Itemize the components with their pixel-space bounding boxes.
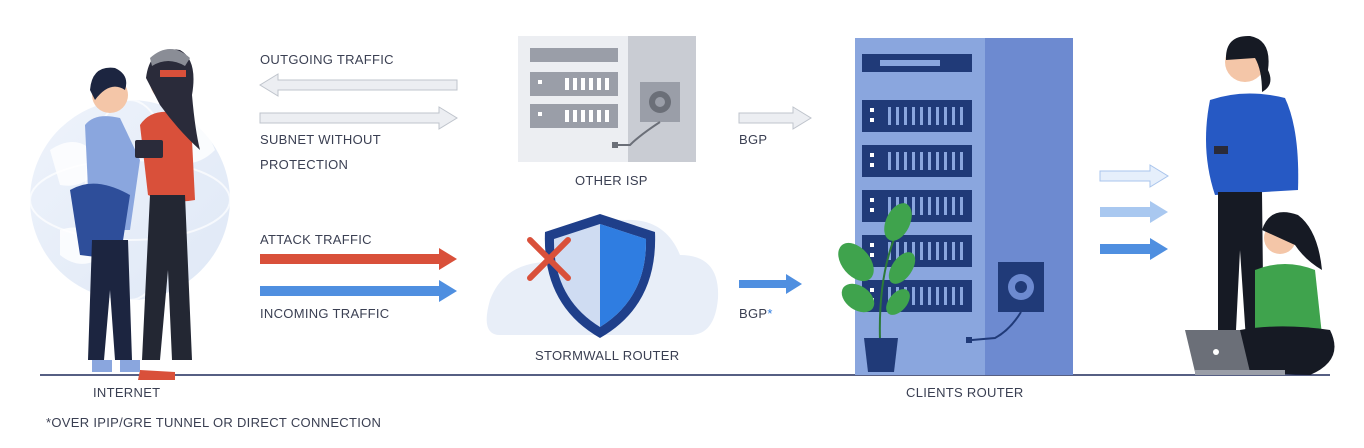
outgoing-traffic-label: OUTGOING TRAFFIC — [260, 52, 394, 67]
server-rack-icon — [855, 38, 1073, 375]
bgp-star-text: BGP — [739, 306, 768, 321]
output-arrow-2 — [1100, 201, 1168, 223]
stormwall-router-label: STORMWALL ROUTER — [535, 348, 680, 363]
subnet-arrow — [259, 106, 458, 130]
bgp-star-mark: * — [767, 306, 773, 321]
other-isp-label: OTHER ISP — [575, 173, 648, 188]
attack-traffic-arrow — [260, 248, 457, 270]
bgp-label: BGP — [739, 132, 768, 147]
output-arrow-3 — [1100, 238, 1168, 260]
clients-people-icon — [1206, 35, 1335, 375]
outgoing-traffic-arrow — [259, 73, 458, 97]
incoming-traffic-label: INCOMING TRAFFIC — [260, 306, 390, 321]
shield-icon — [544, 214, 656, 338]
plant-icon — [838, 203, 916, 372]
incoming-traffic-arrow — [260, 280, 457, 302]
protection-label: PROTECTION — [260, 157, 349, 172]
footnote: *OVER IPIP/GRE TUNNEL OR DIRECT CONNECTI… — [46, 415, 382, 430]
people-icon — [70, 49, 200, 380]
internet-label: INTERNET — [93, 385, 161, 400]
bgp-arrow — [738, 106, 812, 130]
clients-router-label: CLIENTS ROUTER — [906, 385, 1024, 400]
isp-server-icon — [518, 36, 696, 162]
bgp-star-arrow — [739, 274, 802, 294]
laptop-icon — [1185, 330, 1285, 375]
bgp-star-label: BGP* — [739, 306, 773, 321]
attack-traffic-label: ATTACK TRAFFIC — [260, 232, 372, 247]
x-mark-icon — [527, 237, 571, 281]
subnet-without-label: SUBNET WITHOUT — [260, 132, 381, 147]
output-arrow-1 — [1099, 164, 1169, 188]
